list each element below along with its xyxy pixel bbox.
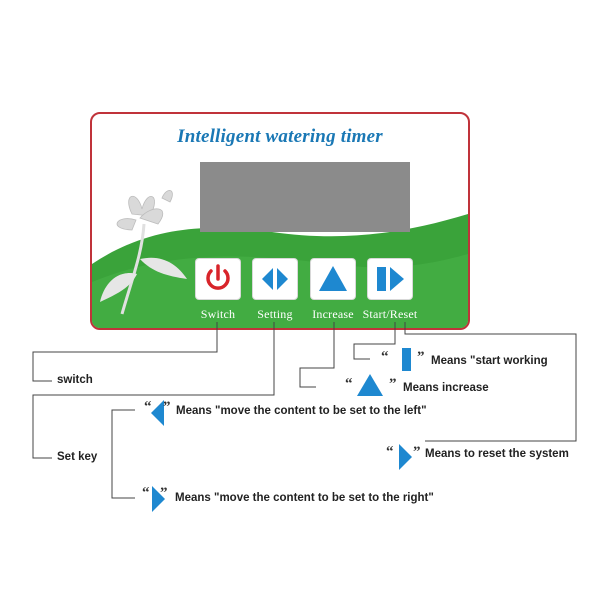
up-triangle-icon bbox=[357, 374, 383, 396]
close-quote: ” bbox=[417, 349, 425, 365]
increase-annotation: Means increase bbox=[403, 382, 489, 394]
start-reset-key-label: Start/Reset bbox=[362, 307, 418, 321]
open-quote: “ bbox=[386, 444, 394, 460]
bar-right-arrow-icon bbox=[377, 267, 404, 291]
start-working-annotation: Means "start working bbox=[431, 355, 548, 367]
open-quote: “ bbox=[144, 399, 152, 415]
setting-key-label: Setting bbox=[257, 307, 293, 321]
timer-panel: Intelligent watering timer Switch Settin… bbox=[90, 112, 470, 330]
setting-key[interactable] bbox=[253, 259, 297, 299]
close-quote: ” bbox=[413, 444, 421, 460]
open-quote: “ bbox=[381, 349, 389, 365]
close-quote: ” bbox=[160, 485, 168, 501]
switch-key-label: Switch bbox=[200, 307, 236, 321]
open-quote: “ bbox=[142, 485, 150, 501]
right-arrow-icon bbox=[399, 444, 412, 470]
start-reset-key[interactable] bbox=[368, 259, 412, 299]
up-triangle-icon bbox=[319, 266, 347, 291]
right-arrow-icon bbox=[152, 486, 165, 512]
switch-annotation: switch bbox=[57, 374, 93, 386]
lily-flower-decoration bbox=[100, 190, 187, 315]
power-icon bbox=[206, 264, 230, 290]
left-right-arrows-icon bbox=[262, 268, 288, 290]
increase-key-label: Increase bbox=[312, 307, 354, 321]
left-arrow-icon bbox=[151, 400, 164, 426]
close-quote: ” bbox=[163, 399, 171, 415]
panel-title: Intelligent watering timer bbox=[177, 126, 383, 147]
bar-icon bbox=[402, 348, 411, 371]
reset-annotation: Means to reset the system bbox=[425, 448, 569, 460]
open-quote: “ bbox=[345, 376, 353, 392]
move-left-annotation: Means "move the content to be set to the… bbox=[176, 405, 427, 417]
move-right-annotation: Means "move the content to be set to the… bbox=[175, 492, 434, 504]
increase-key[interactable] bbox=[311, 259, 355, 299]
close-quote: ” bbox=[389, 376, 397, 392]
switch-key[interactable] bbox=[196, 259, 240, 299]
lcd-display bbox=[200, 162, 410, 232]
set-key-annotation: Set key bbox=[57, 451, 98, 463]
